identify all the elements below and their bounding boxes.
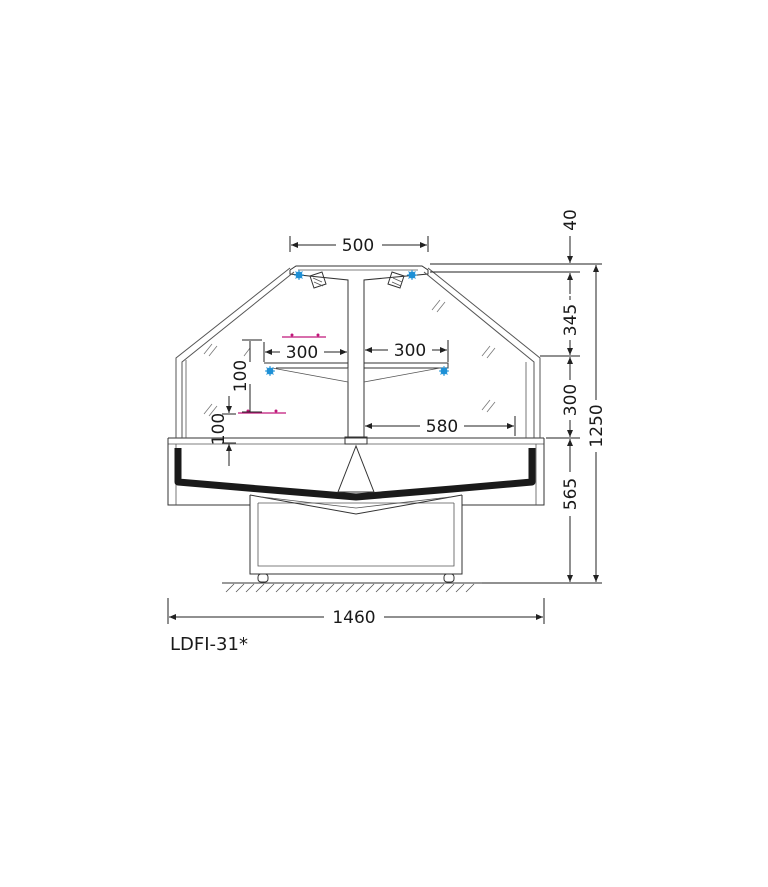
dim-tray-depth: 580 (365, 416, 516, 437)
light-icon-shelf-right (439, 366, 449, 376)
dim-glass-offset-label: 40 (561, 209, 581, 231)
glass-panes (175, 267, 541, 438)
tray-divider (337, 444, 375, 493)
base-stand (249, 495, 463, 583)
price-rail-lower (238, 409, 286, 414)
dim-total-width-label: 1460 (332, 608, 375, 628)
dim-shelf-right-label: 300 (394, 341, 426, 361)
dim-gap-upper-label: 100 (231, 360, 251, 392)
dim-total-width: 1460 (167, 598, 545, 628)
price-rail-upper (282, 333, 326, 338)
light-icon-top-right (407, 270, 417, 280)
top-lamp-left (309, 271, 327, 289)
light-icon-top-left (294, 270, 304, 280)
dim-top-width: 500 (289, 236, 429, 256)
dim-shelf-left-label: 300 (286, 343, 318, 363)
dim-gap-lower: 100 (209, 396, 236, 466)
shelf-right (363, 362, 449, 383)
dim-top-width-label: 500 (342, 236, 374, 256)
dim-base-height-label: 565 (561, 478, 581, 510)
light-icon-shelf-left (265, 366, 275, 376)
top-lamp-right (387, 271, 405, 289)
model-label: LDFI-31* (170, 634, 248, 655)
dim-tray-depth-label: 580 (426, 417, 458, 437)
dim-shelf-right: 300 (365, 340, 449, 362)
glass-reflection-marks (203, 299, 496, 417)
dim-total-height-label: 1250 (587, 404, 607, 447)
floor-hatch (222, 582, 482, 593)
dim-gap-upper: 100 (231, 339, 262, 413)
tray-well (174, 448, 536, 501)
dim-upper-height-label: 345 (561, 304, 581, 336)
dim-right-verticals: 40 345 300 565 1250 (430, 209, 607, 584)
dim-middle-height-label: 300 (561, 384, 581, 416)
central-column (289, 265, 429, 445)
shelf-left (264, 362, 349, 383)
dim-gap-lower-label: 100 (209, 413, 229, 445)
dim-shelf-left: 300 (263, 342, 347, 363)
